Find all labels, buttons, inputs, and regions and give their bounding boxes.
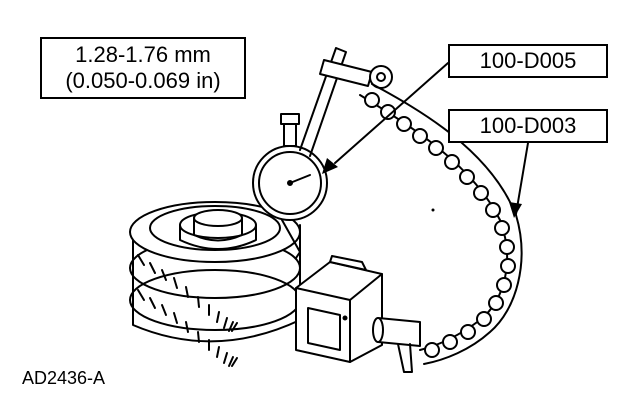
spec-imperial: (0.050-0.069 in) bbox=[65, 68, 221, 93]
tool-number-magnetic-base: 100-D003 bbox=[479, 113, 577, 138]
tool-callout-magnetic-base: 100-D003 bbox=[448, 109, 608, 143]
clutch-drum-assembly bbox=[129, 201, 301, 367]
detail-dot bbox=[431, 208, 435, 212]
magnetic-base bbox=[295, 255, 421, 373]
figure-id: AD2436-A bbox=[22, 368, 106, 388]
indicator-support-rod bbox=[299, 47, 393, 157]
spec-metric: 1.28-1.76 mm bbox=[75, 42, 211, 67]
dial-indicator-arrowhead bbox=[322, 158, 338, 174]
flexible-arm bbox=[359, 83, 523, 365]
tool-number-dial-indicator: 100-D005 bbox=[479, 48, 577, 73]
dial-indicator bbox=[252, 113, 328, 259]
tool-callout-dial-indicator: 100-D005 bbox=[448, 44, 608, 78]
callout-leaders bbox=[334, 62, 529, 215]
flexible-arm-arrowhead bbox=[509, 202, 522, 218]
specification-callout: 1.28-1.76 mm (0.050-0.069 in) bbox=[40, 37, 246, 99]
